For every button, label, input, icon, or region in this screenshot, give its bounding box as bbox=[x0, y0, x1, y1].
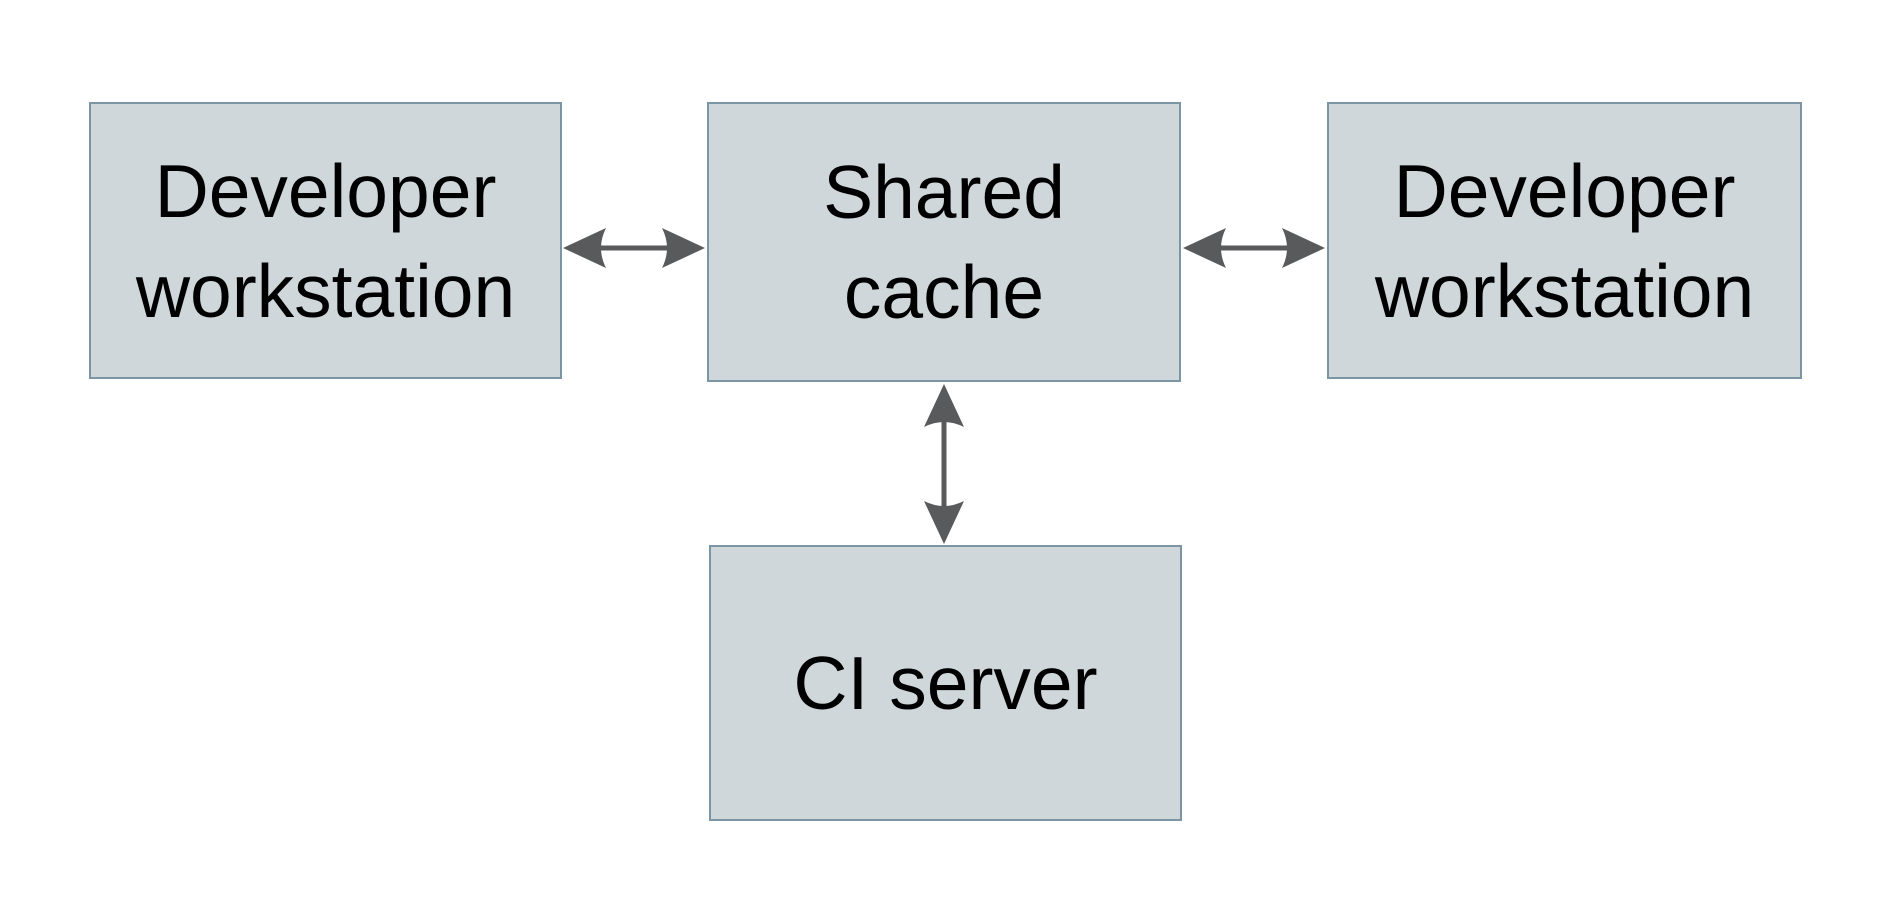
node-shared-cache: Shared cache bbox=[707, 102, 1181, 382]
node-label-line: CI server bbox=[793, 641, 1098, 725]
node-developer-workstation-right: Developer workstation bbox=[1327, 102, 1802, 379]
bidirectional-arrow-cache-ci-server-icon bbox=[924, 384, 964, 544]
node-ci-server: CI server bbox=[709, 545, 1182, 821]
node-label-line: workstation bbox=[135, 248, 516, 333]
node-label-line: workstation bbox=[1374, 248, 1755, 333]
node-label-line: Shared bbox=[823, 150, 1065, 234]
node-label-line: cache bbox=[843, 250, 1045, 334]
node-label-line: Developer bbox=[154, 148, 497, 233]
node-label-line: Developer bbox=[1393, 148, 1736, 233]
node-developer-workstation-left: Developer workstation bbox=[89, 102, 562, 379]
bidirectional-arrow-dev-left-cache-icon bbox=[563, 228, 705, 268]
bidirectional-arrow-cache-dev-right-icon bbox=[1183, 228, 1325, 268]
